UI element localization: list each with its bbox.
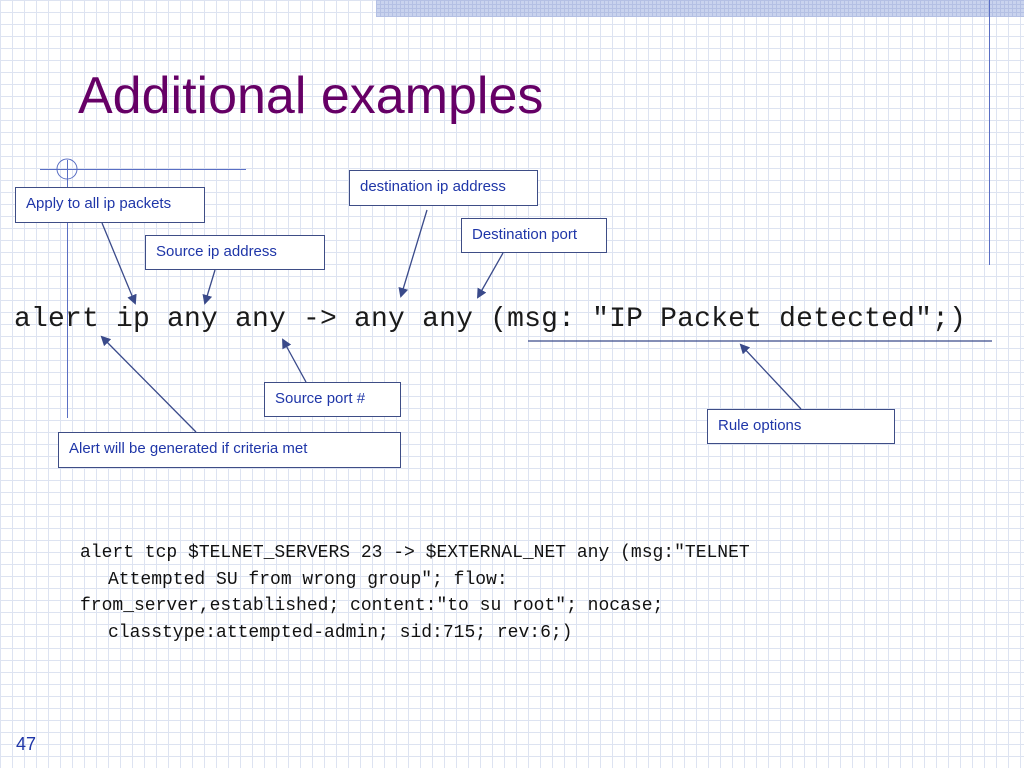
page-number: 47: [16, 734, 37, 754]
left-vertical-line: [67, 160, 68, 418]
arrow-destination-ip: [398, 209, 428, 298]
arrow-ip: [101, 222, 137, 305]
right-vertical-line: [989, 0, 990, 265]
telnet-rule-code: alert tcp $TELNET_SERVERS 23 -> $EXTERNA…: [80, 540, 750, 646]
callout-apply-all-packets: Apply to all ip packets: [15, 187, 205, 223]
callout-source-ip: Source ip address: [145, 235, 325, 270]
callout-rule-options: Rule options: [707, 409, 895, 444]
slide-title: Additional examples: [78, 67, 544, 125]
code-line-2: Attempted SU from wrong group"; flow:: [108, 569, 508, 590]
callout-source-port: Source port #: [264, 382, 401, 417]
arrow-destination-port: [477, 252, 504, 299]
callout-destination-port: Destination port: [461, 218, 607, 253]
arrow-rule-options: [739, 343, 802, 410]
callout-destination-ip: destination ip address: [349, 170, 538, 206]
arrow-source-ip: [202, 269, 216, 305]
arrow-alert: [100, 335, 197, 433]
arrow-source-port: [282, 338, 307, 383]
callout-alert-generated: Alert will be generated if criteria met: [58, 432, 401, 468]
crosshair-circle: [56, 158, 78, 180]
left-horizontal-line: [40, 169, 246, 170]
snort-rule-example: alert ip any any -> any any (msg: "IP Pa…: [14, 304, 967, 335]
code-line-3: from_server,established; content:"to su …: [80, 596, 664, 616]
code-line-1: alert tcp $TELNET_SERVERS 23 -> $EXTERNA…: [80, 543, 750, 563]
top-decorative-band: [376, 0, 1024, 17]
code-line-4: classtype:attempted-admin; sid:715; rev:…: [108, 622, 573, 643]
